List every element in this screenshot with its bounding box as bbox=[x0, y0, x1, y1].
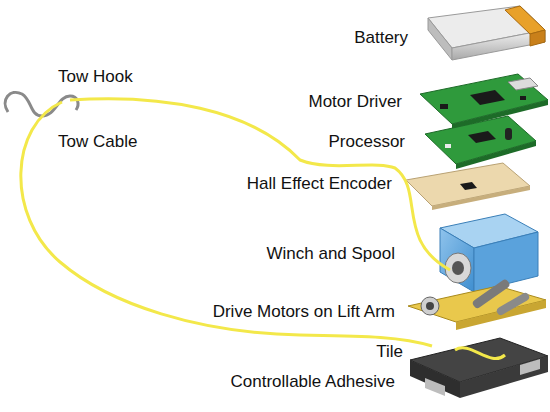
processor-board bbox=[425, 116, 536, 169]
part-label: Hall Effect Encoder bbox=[247, 174, 392, 194]
part-label: Battery bbox=[354, 28, 408, 48]
part-label: Processor bbox=[328, 132, 405, 152]
part-label: Controllable Adhesive bbox=[231, 372, 395, 392]
lift-arm-drawing bbox=[408, 278, 546, 330]
tow-cable-line bbox=[70, 99, 450, 270]
part-label: Tow Hook bbox=[58, 67, 133, 87]
battery-drawing bbox=[428, 6, 545, 60]
part-label: Motor Driver bbox=[308, 92, 402, 112]
encoder-plate bbox=[406, 163, 530, 210]
tow-hook-drawing bbox=[5, 92, 78, 116]
part-label: Tile bbox=[376, 342, 403, 362]
part-label: Winch and Spool bbox=[266, 244, 395, 264]
part-label: Tow Cable bbox=[58, 132, 137, 152]
tow-cable-line bbox=[21, 102, 432, 346]
winch-drawing bbox=[440, 214, 538, 292]
part-label: Drive Motors on Lift Arm bbox=[213, 302, 395, 322]
